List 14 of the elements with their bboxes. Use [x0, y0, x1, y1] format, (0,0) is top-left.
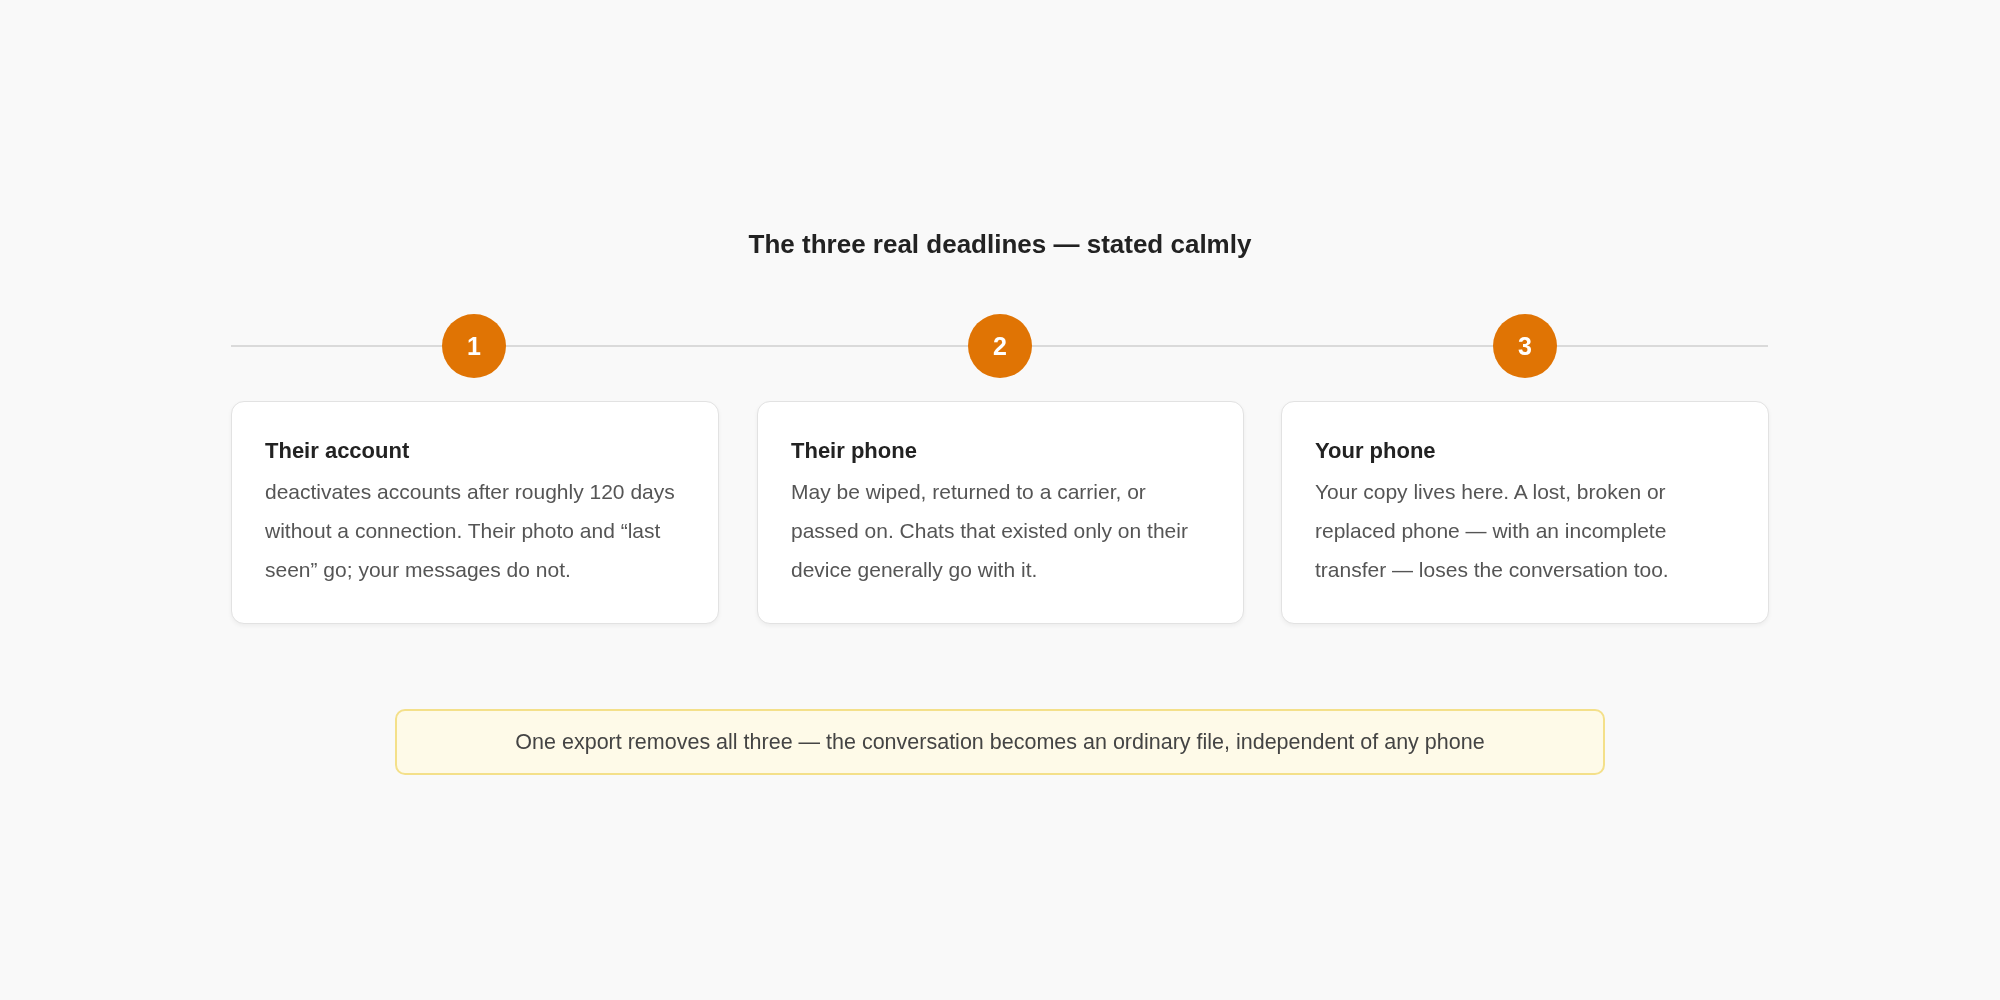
- info-card: [757, 401, 1244, 624]
- card-heading: Your phone: [1315, 437, 1437, 465]
- note-box: One export removes all three — the conversation becomes an ordinary file, independent of any phone: [395, 709, 1605, 775]
- info-card: [231, 401, 719, 624]
- info-card: [1281, 401, 1769, 624]
- step-number-circle: 1: [442, 314, 506, 378]
- step-number-circle: 2: [968, 314, 1032, 378]
- card-heading: Their phone: [791, 437, 918, 465]
- step-number-circle: 3: [1493, 314, 1557, 378]
- card-text: May be wiped, returned to a carrier, or passed on. Chats that existed only on their device generally go with it.: [791, 479, 1189, 583]
- diagram-title: The three real deadlines — stated calmly: [748, 229, 1252, 259]
- card-heading: Their account: [265, 437, 411, 465]
- card-text: deactivates accounts after roughly 120 days without a connection. Their photo and “last seen” go; your messages do not.: [265, 479, 676, 583]
- card-text: Your copy lives here. A lost, broken or replaced phone — with an incomplete transfer — loses the conversation too.: [1315, 479, 1670, 583]
